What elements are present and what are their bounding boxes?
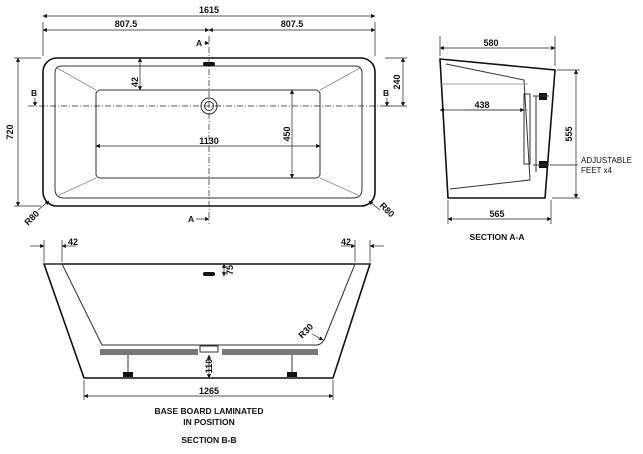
- section-bb-title: SECTION B-B: [181, 435, 236, 445]
- section-aa-title: SECTION A-A: [470, 232, 525, 242]
- bb-overflow-label: 75: [225, 265, 235, 275]
- section-bb-view: 42 42 75 R30 110 1265 BASE BOARD LAMINAT…: [30, 237, 384, 445]
- bb-overflow-icon: [203, 272, 215, 276]
- bb-foot-right-icon: [287, 372, 297, 377]
- rim-right-label: 240: [392, 74, 402, 89]
- half-length-right-label: 807.5: [281, 19, 304, 29]
- support-frame: [523, 93, 531, 165]
- plan-view: 1615 807.5 807.5 A A B B 720 42 240 1130: [5, 5, 407, 227]
- bath-floor: [95, 89, 321, 179]
- bath-inner-rim: [54, 65, 363, 199]
- half-length-left-label: 807.5: [115, 19, 138, 29]
- section-a-marker-bottom: A: [188, 214, 194, 224]
- inner-width-label: 450: [282, 126, 292, 141]
- bb-foot-left-icon: [123, 372, 133, 377]
- aa-inner-depth-label: 438: [474, 100, 489, 110]
- section-bb-outline: [42, 263, 372, 379]
- aa-top-width-label: 580: [483, 38, 498, 48]
- section-b-marker-right: B: [383, 88, 389, 98]
- section-a-marker-top: A: [196, 38, 202, 48]
- section-b-marker-left: B: [31, 88, 37, 98]
- section-aa-outline: [439, 58, 556, 199]
- bb-waste-icon: [199, 345, 219, 353]
- base-board-note-line2: IN POSITION: [183, 417, 234, 427]
- section-aa-view: 580 438 565 555 ADJUSTABLE FEET x4 SECTI…: [439, 36, 632, 242]
- bb-rim-right-label: 42: [341, 237, 351, 247]
- inner-length-label: 1130: [199, 136, 219, 146]
- base-board-right: [222, 349, 318, 355]
- overall-length-label: 1615: [199, 5, 219, 15]
- aa-base-width-label: 565: [489, 209, 504, 219]
- feet-note-line1: ADJUSTABLE: [581, 156, 632, 165]
- bb-rim-left-label: 42: [68, 237, 78, 247]
- radius-right-label: R80: [378, 201, 397, 220]
- section-bb-inner: [61, 263, 356, 346]
- aa-height-label: 555: [564, 126, 574, 141]
- bb-base-height-label: 110: [204, 359, 214, 374]
- bb-corner-radius-label: R30: [297, 322, 316, 341]
- radius-left-label: R80: [23, 209, 42, 228]
- rim-top-label: 42: [130, 77, 140, 87]
- base-board-left: [100, 349, 198, 355]
- depth-label: 720: [5, 124, 15, 139]
- base-board-note-line1: BASE BOARD LAMINATED: [155, 406, 264, 416]
- feet-note-line2: FEET x4: [581, 166, 613, 175]
- bb-base-length-label: 1265: [199, 386, 219, 396]
